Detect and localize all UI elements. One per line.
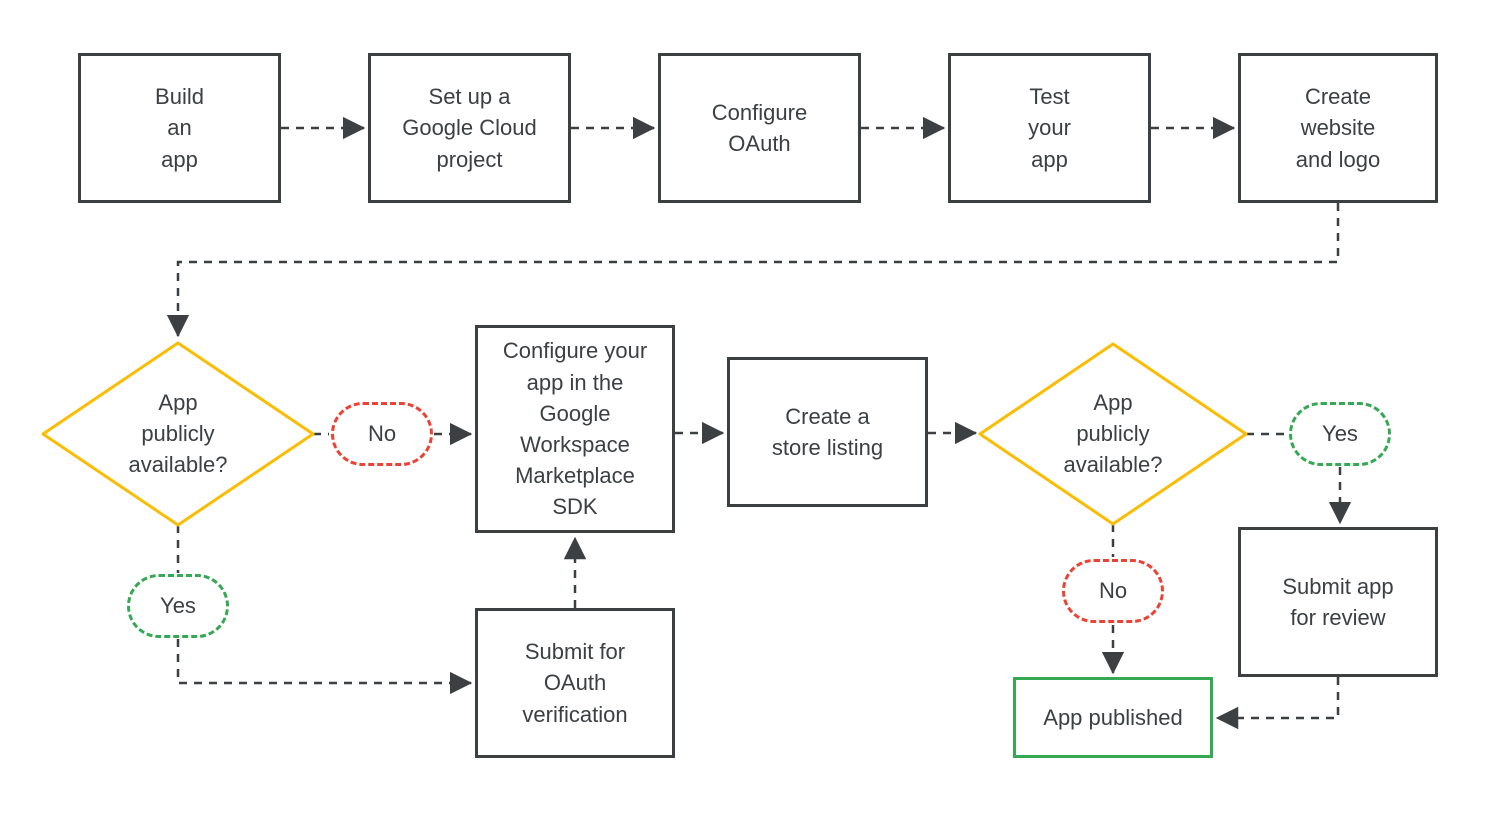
decision-right-diamond <box>978 342 1248 526</box>
step-test-app: Test your app <box>948 53 1151 203</box>
arrow-website-to-decision-left <box>166 203 1340 338</box>
step-build-app: Build an app <box>78 53 281 203</box>
decision-left-diamond <box>41 341 315 527</box>
step-submit-oauth: Submit for OAuth verification <box>475 608 675 758</box>
step-app-published: App published <box>1013 677 1213 758</box>
step-store-listing: Create a store listing <box>727 357 928 507</box>
yes-left-oval: Yes <box>127 574 229 638</box>
arrow-review-to-published <box>1215 677 1340 730</box>
step-configure-oauth: Configure OAuth <box>658 53 861 203</box>
no-right-oval: No <box>1062 559 1164 623</box>
step-configure-sdk: Configure your app in the Google Workspa… <box>475 325 675 533</box>
step-setup-project: Set up a Google Cloud project <box>368 53 571 203</box>
no-left-oval: No <box>331 402 433 466</box>
arrow-yes-to-submit-oauth <box>176 639 473 695</box>
yes-right-oval: Yes <box>1289 402 1391 466</box>
step-submit-review: Submit app for review <box>1238 527 1438 677</box>
step-create-website: Create website and logo <box>1238 53 1438 203</box>
